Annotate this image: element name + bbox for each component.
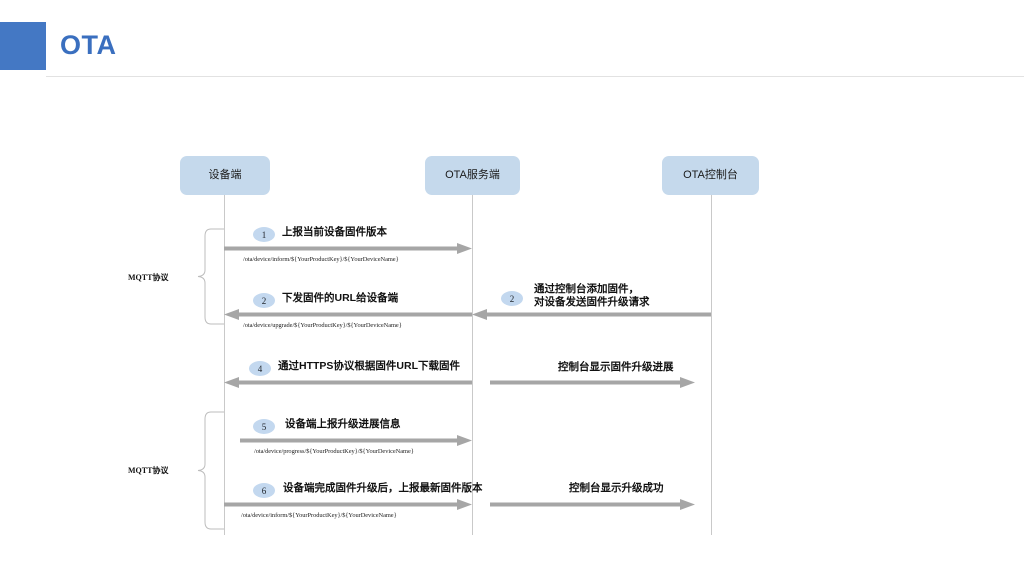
message-arrow-success	[490, 499, 695, 511]
lifeline-console	[711, 195, 712, 535]
message-label-5: 设备端上报升级进展信息	[285, 418, 401, 430]
message-label-2-console: 通过控制台添加固件， 对设备发送固件升级请求	[534, 283, 704, 309]
message-topic-2: /ota/device/upgrade/${YourProductKey}/${…	[243, 322, 402, 329]
lifeline-server	[472, 195, 473, 535]
message-label-6: 设备端完成固件升级后，上报最新固件版本	[283, 482, 483, 494]
lifeline-device	[224, 195, 225, 535]
message-label-success: 控制台显示升级成功	[569, 482, 664, 494]
node-server-label: OTA服务端	[445, 168, 500, 181]
node-device: 设备端	[180, 156, 270, 195]
step-bubble-2-console: 2	[501, 291, 523, 306]
page-title: OTA	[60, 30, 117, 60]
header-accent-block	[0, 22, 46, 70]
group-brace-top	[197, 228, 225, 330]
message-label-1: 上报当前设备固件版本	[282, 226, 387, 238]
message-arrow-5	[240, 435, 472, 447]
message-label-4: 通过HTTPS协议根据固件URL下载固件	[278, 360, 460, 372]
message-label-2-console-line2: 对设备发送固件升级请求	[534, 296, 650, 309]
message-arrow-6	[224, 499, 472, 511]
message-label-progress: 控制台显示固件升级进展	[558, 361, 674, 373]
node-device-label: 设备端	[208, 168, 242, 181]
message-arrow-2-console	[472, 309, 711, 321]
message-arrow-4	[224, 377, 472, 389]
message-arrow-1	[224, 243, 472, 255]
message-label-2-console-line1: 通过控制台添加固件，	[534, 283, 639, 295]
step-bubble-4: 4	[249, 361, 271, 376]
step-bubble-1: 1	[253, 227, 275, 242]
step-bubble-2: 2	[253, 293, 275, 308]
message-topic-6: /ota/device/inform/${YourProductKey}/${Y…	[241, 512, 397, 519]
node-server: OTA服务端	[425, 156, 520, 195]
group-brace-top-label: MQTT协议	[128, 273, 169, 282]
message-arrow-progress	[490, 377, 695, 389]
node-console: OTA控制台	[662, 156, 759, 195]
step-bubble-6: 6	[253, 483, 275, 498]
ota-sequence-diagram: 设备端 OTA服务端 OTA控制台 1 上报当前设备固件版本 /ota/devi…	[0, 78, 1024, 576]
page-header: OTA	[0, 0, 1024, 78]
message-topic-5: /ota/device/progress/${YourProductKey}/$…	[254, 448, 414, 455]
header-divider	[46, 76, 1024, 77]
group-brace-bottom	[197, 411, 225, 535]
node-console-label: OTA控制台	[683, 168, 738, 181]
message-label-2: 下发固件的URL给设备端	[282, 292, 399, 304]
message-arrow-2	[224, 309, 472, 321]
message-topic-1: /ota/device/inform/${YourProductKey}/${Y…	[243, 256, 399, 263]
group-brace-bottom-label: MQTT协议	[128, 466, 169, 475]
step-bubble-5: 5	[253, 419, 275, 434]
